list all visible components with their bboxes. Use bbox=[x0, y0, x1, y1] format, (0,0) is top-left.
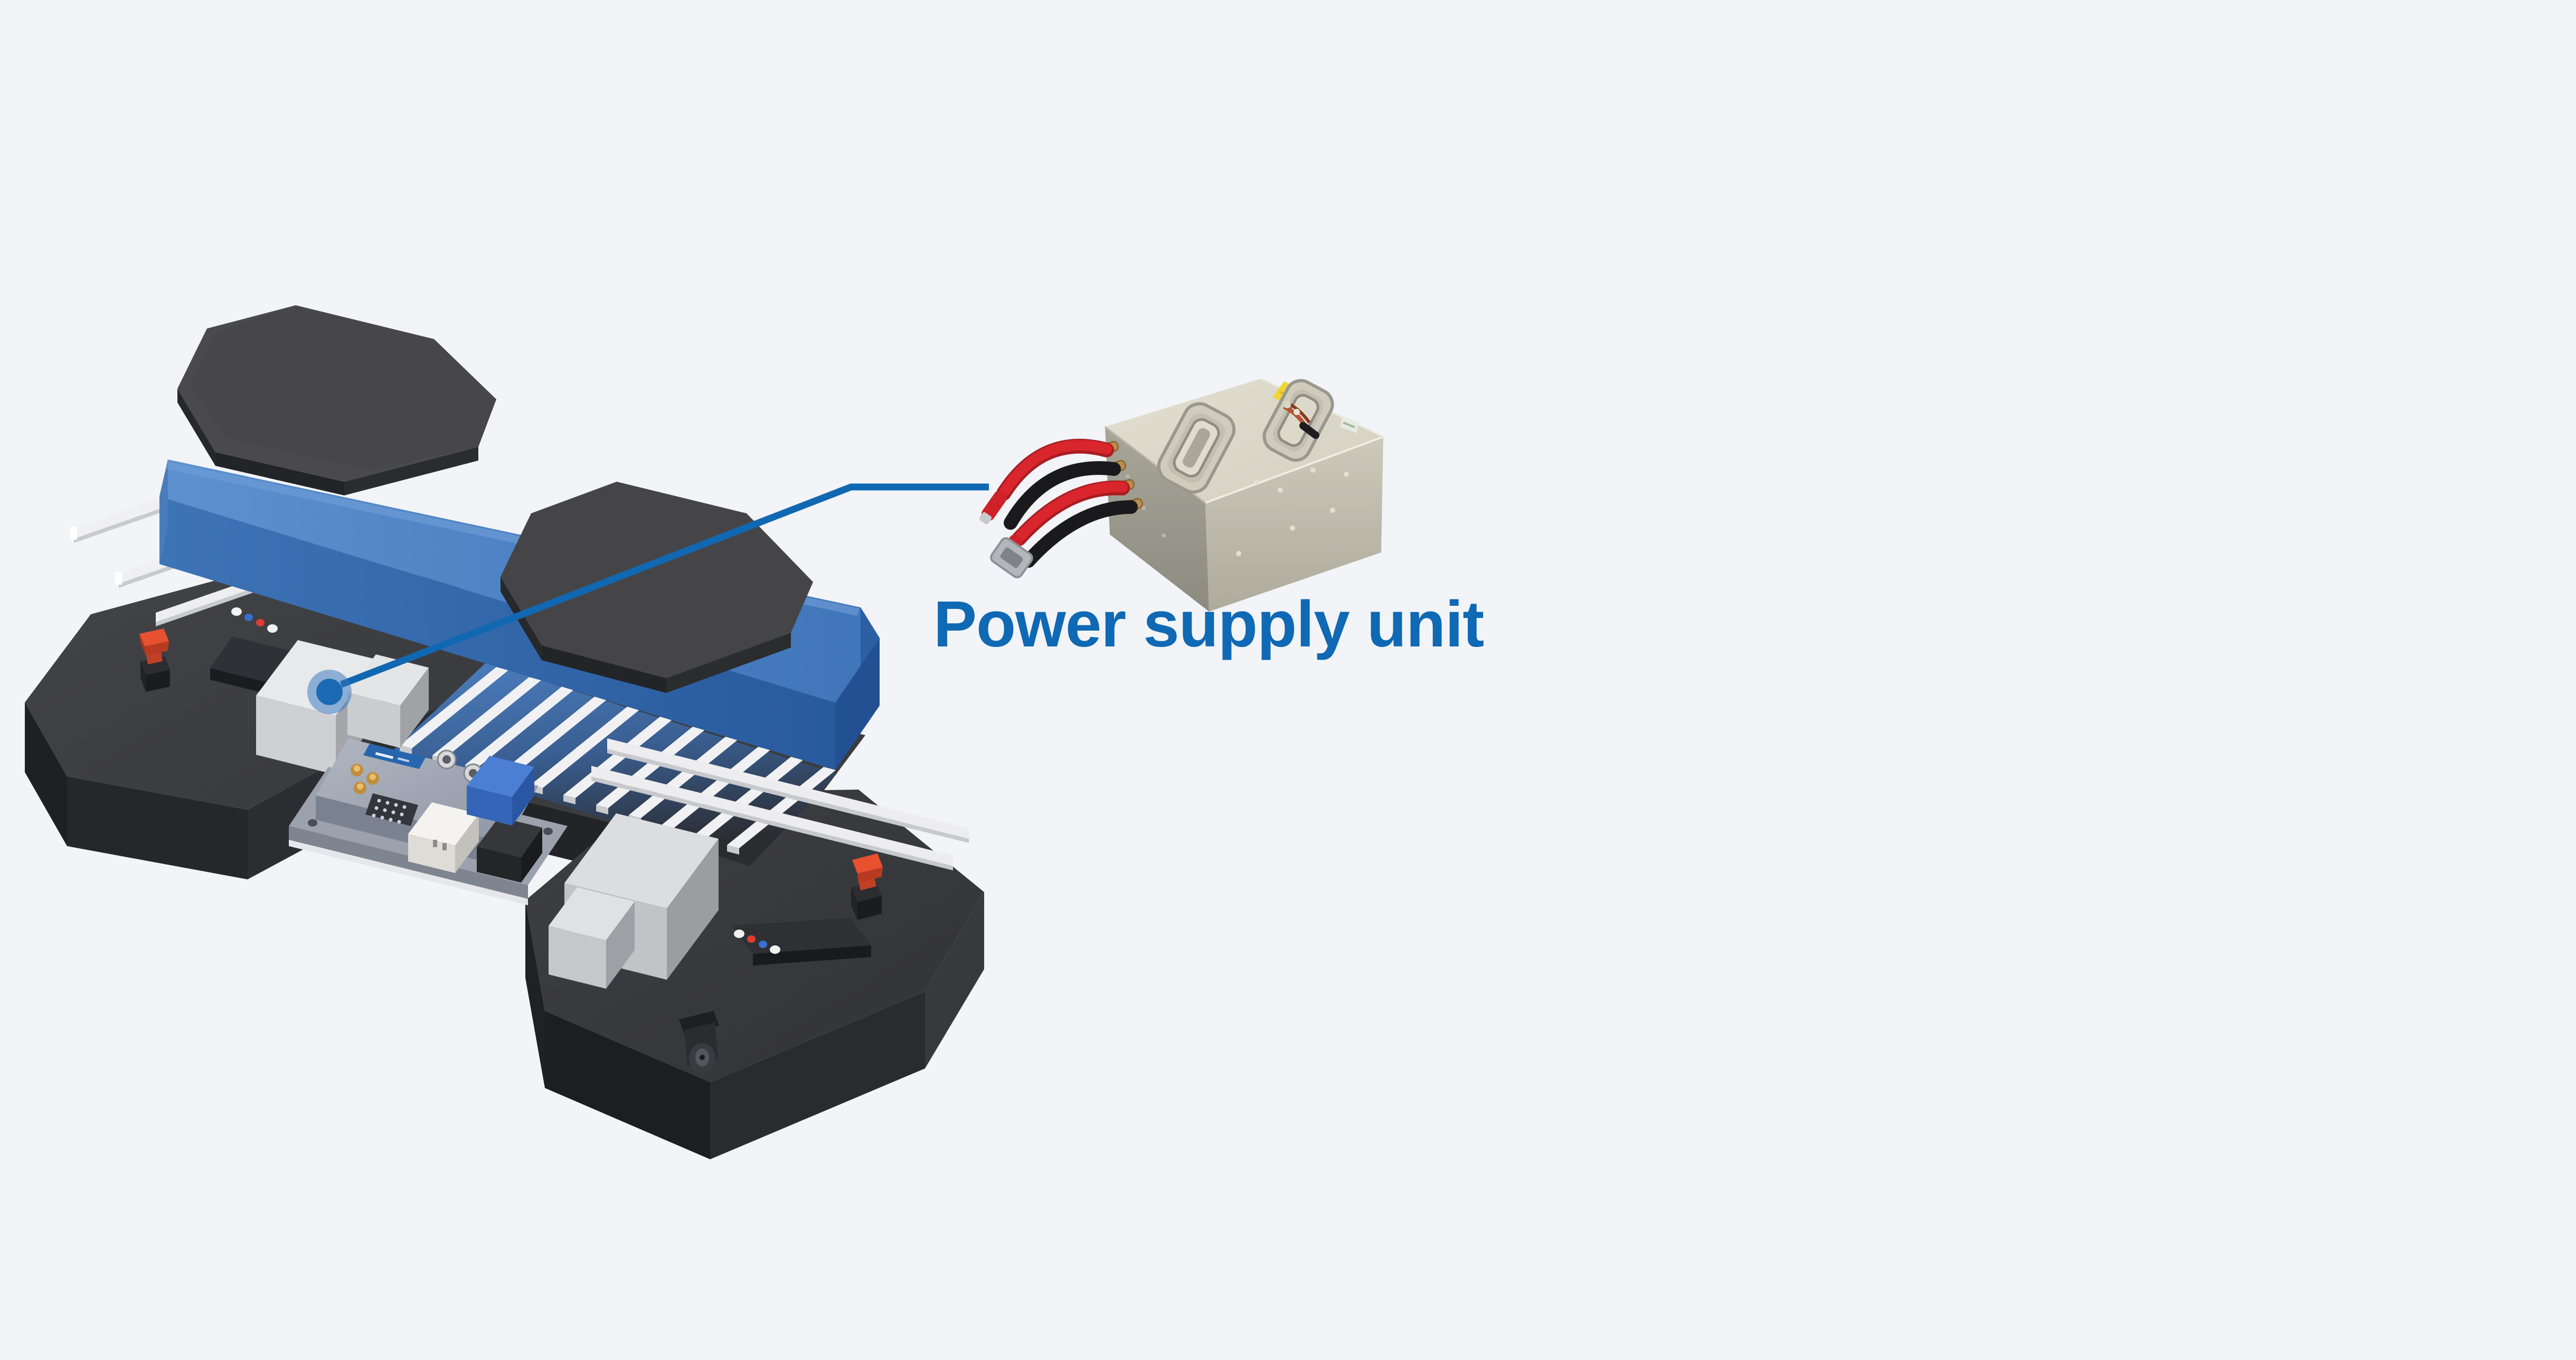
carry-handle-right bbox=[1262, 379, 1334, 462]
top-cover-pad-left bbox=[177, 305, 496, 495]
caster-wheel bbox=[679, 1011, 719, 1074]
callout-label: Power supply unit bbox=[933, 588, 1484, 661]
callout: Power supply unit bbox=[307, 483, 1484, 714]
connector-white bbox=[408, 802, 479, 873]
callout-line bbox=[339, 483, 989, 688]
robot-chassis-illustration bbox=[25, 305, 984, 1159]
case-rivets bbox=[1236, 467, 1349, 556]
rear-status-leds bbox=[734, 930, 780, 954]
callout-marker-dot bbox=[316, 679, 343, 705]
motor-controller-unit bbox=[289, 738, 568, 905]
front-emergency-stop-button bbox=[139, 629, 170, 692]
power-cables bbox=[996, 438, 1138, 568]
component-box-small bbox=[347, 654, 429, 748]
connector-blue bbox=[467, 756, 534, 826]
aux-connector-wires bbox=[1283, 401, 1319, 439]
connector-black bbox=[477, 817, 542, 883]
front-status-leds bbox=[231, 607, 278, 633]
case-rivets-left bbox=[1126, 474, 1166, 538]
power-supply-unit-image bbox=[979, 378, 1384, 612]
fin-array bbox=[393, 663, 969, 870]
carry-handle-left bbox=[1157, 402, 1236, 494]
component-cube bbox=[549, 887, 635, 989]
rear-emergency-stop-button bbox=[851, 853, 883, 920]
cable-terminals bbox=[979, 491, 1033, 578]
